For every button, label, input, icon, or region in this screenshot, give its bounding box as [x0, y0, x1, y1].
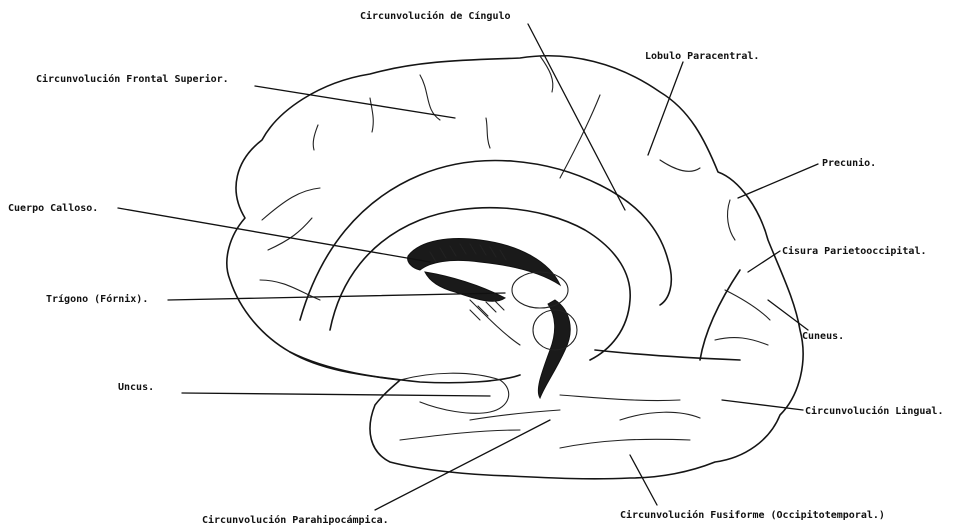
paracentral-sulcus	[560, 95, 600, 178]
parietal-sulcus	[660, 160, 700, 171]
leader-trigono	[168, 293, 505, 300]
cingulate-inner	[330, 208, 630, 360]
frontal-sulcus-2	[268, 218, 312, 250]
parahippocampal-sulcus	[470, 410, 560, 420]
inferior-temporal-sulcus	[400, 430, 520, 440]
frontal-sulcus-4	[313, 125, 318, 150]
label-uncus: Uncus.	[118, 382, 154, 393]
calcarine-sulcus	[595, 350, 740, 360]
label-cisura: Cisura Parietooccipital.	[782, 245, 927, 257]
parietooccipital-sulcus	[700, 270, 740, 360]
frontal-sulcus-7	[486, 118, 490, 148]
thalamus	[512, 272, 568, 308]
leader-cuneus	[768, 300, 808, 330]
label-cingulo: Circunvolución de Cíngulo	[360, 10, 511, 22]
label-fusiforme: Circunvolución Fusiforme (Occipitotempor…	[620, 509, 885, 521]
label-lingual: Circunvolución Lingual.	[805, 405, 943, 417]
leader-uncus	[182, 393, 490, 396]
fornix-column	[470, 300, 520, 345]
label-frontal-superior: Circunvolución Frontal Superior.	[36, 73, 229, 85]
cuneus-sulcus-2	[715, 338, 768, 345]
frontal-sulcus-5	[370, 98, 373, 132]
lingual-sulcus	[620, 412, 700, 420]
label-cuerpo-calloso: Cuerpo Calloso.	[8, 203, 98, 214]
label-paracentral: Lobulo Paracentral.	[645, 51, 759, 62]
leader-precunio	[738, 164, 818, 198]
label-cuneus: Cuneus.	[802, 331, 844, 342]
leader-cuerpo-calloso	[118, 208, 430, 262]
frontal-sulcus-8	[540, 56, 553, 92]
frontal-sulcus-1	[262, 188, 320, 220]
callosum-splenium	[538, 300, 570, 398]
collateral-sulcus	[560, 395, 680, 401]
occipital-sulcus	[728, 200, 735, 240]
uncus-outline	[400, 373, 509, 413]
leader-cisura	[748, 251, 780, 272]
fusiform-sulcus	[560, 439, 690, 448]
cuneus-sulcus-1	[725, 290, 770, 320]
label-parahipocampica: Circunvolución Parahipocámpica.	[202, 514, 389, 526]
leader-fusiforme	[630, 455, 657, 505]
leader-frontal-superior	[255, 86, 455, 118]
label-trigono: Trígono (Fórnix).	[46, 293, 148, 305]
leader-paracentral	[648, 62, 683, 155]
leader-cingulo	[528, 24, 625, 210]
fornix-body	[425, 272, 505, 301]
label-precunio: Precunio.	[822, 157, 876, 169]
